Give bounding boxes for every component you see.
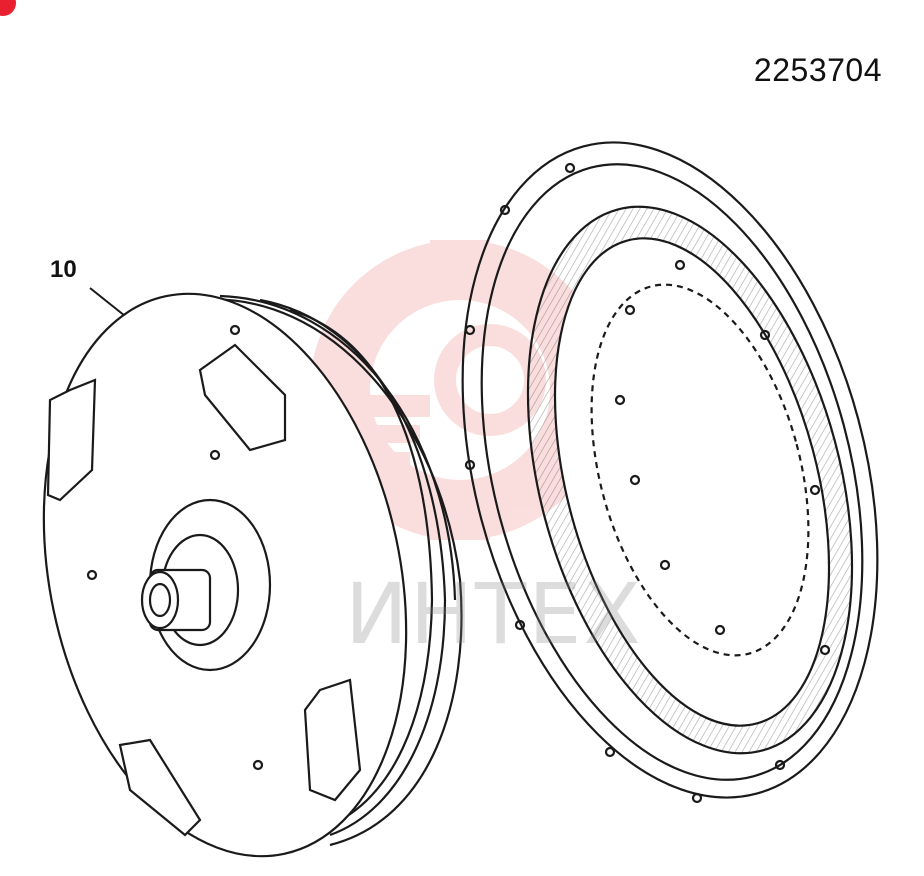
watermark-text: ИНТЕХ — [345, 565, 643, 663]
figure-number: 2253704 — [753, 52, 882, 88]
flex-plate-ring — [461, 141, 879, 804]
corner-badge — [0, 0, 16, 16]
callout-label-10: 10 — [50, 256, 77, 283]
torque-converter — [42, 292, 463, 858]
